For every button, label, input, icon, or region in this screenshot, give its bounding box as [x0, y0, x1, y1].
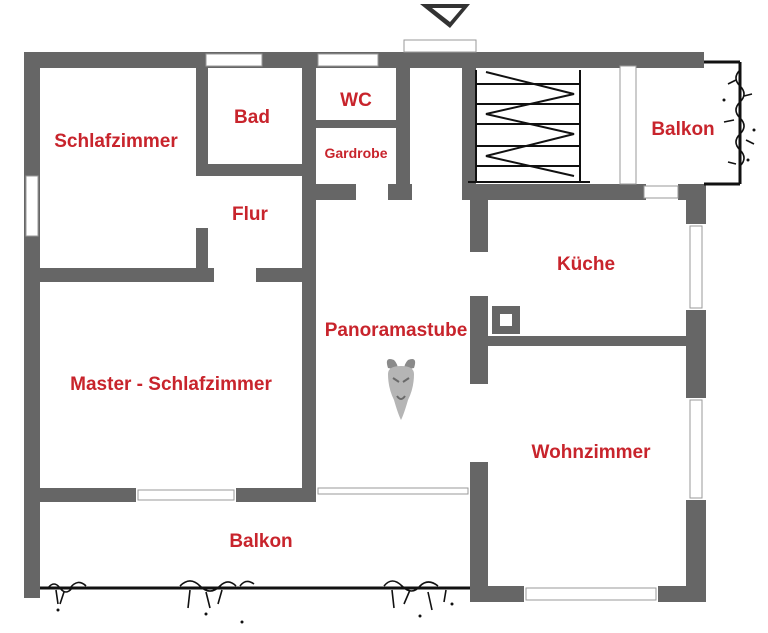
balcony-railing-bottom	[40, 580, 470, 624]
windows	[25, 39, 703, 601]
label-schlafzimmer: Schlafzimmer	[54, 131, 178, 152]
entrance-arrow-icon	[420, 4, 470, 28]
label-wohnzimmer: Wohnzimmer	[532, 442, 652, 463]
label-gardrobe: Gardrobe	[324, 145, 387, 161]
staircase	[468, 70, 590, 183]
chamois-head-icon	[386, 359, 416, 420]
label-bad: Bad	[234, 107, 270, 128]
label-panoramastube: Panoramastube	[325, 320, 468, 341]
balcony-railing-top	[704, 60, 756, 186]
label-balkon-bottom: Balkon	[229, 531, 292, 552]
label-kueche: Küche	[557, 254, 615, 275]
label-flur: Flur	[232, 204, 268, 225]
walls	[24, 52, 706, 602]
label-wc: WC	[340, 90, 372, 111]
label-balkon-top: Balkon	[651, 119, 714, 140]
label-master-schlafzimmer: Master - Schlafzimmer	[70, 374, 272, 395]
